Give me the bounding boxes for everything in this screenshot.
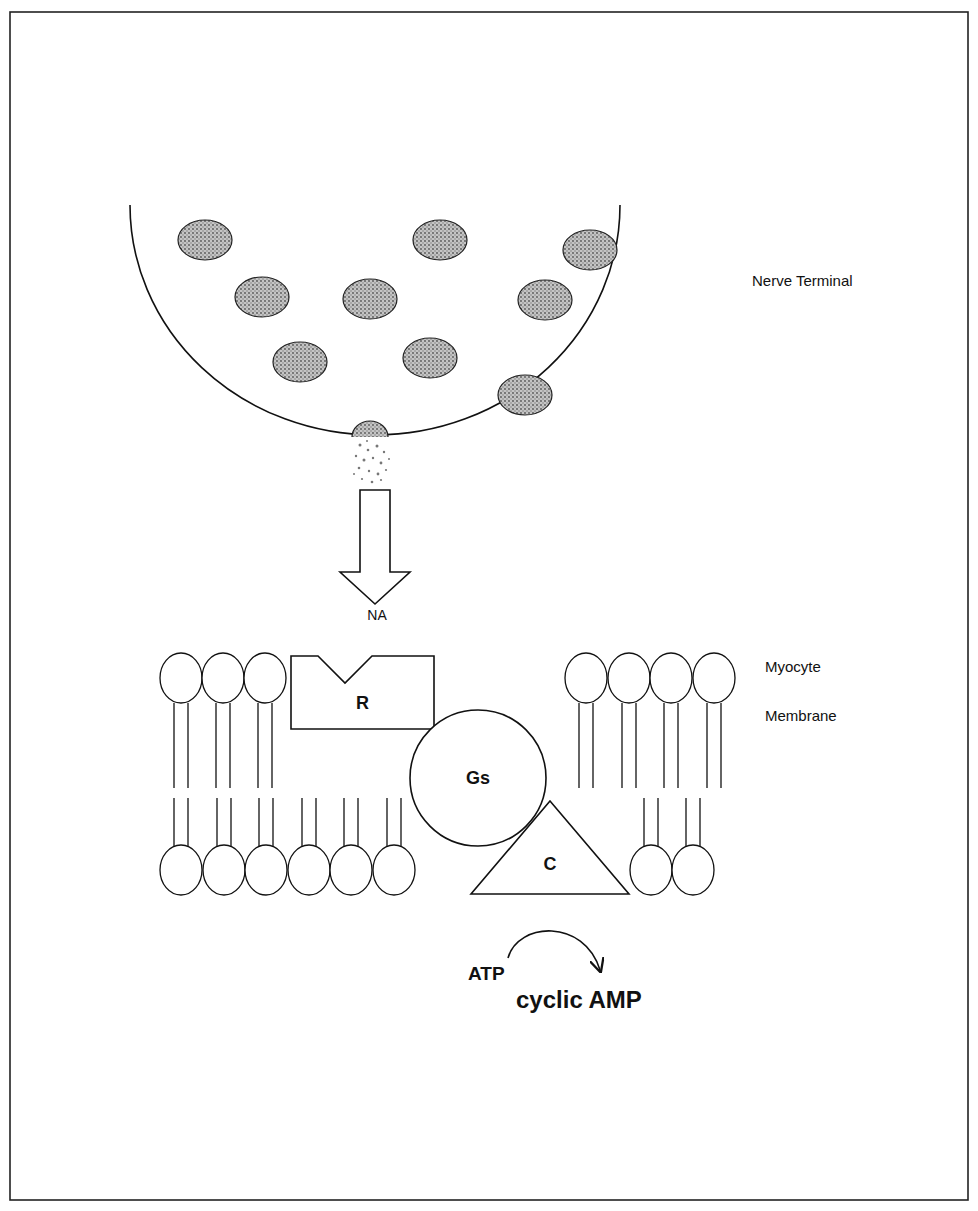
cyclase-triangle-outline — [470, 800, 630, 895]
structure-label: Myocyte — [765, 658, 821, 675]
receptor-box: R — [290, 655, 435, 730]
frame-border — [10, 12, 968, 1200]
release-arrow — [340, 490, 410, 604]
product-label: cyclic AMP — [516, 986, 642, 1014]
node-label: Gs — [466, 768, 490, 789]
lipid-bilayer — [160, 653, 735, 895]
nerve-terminal-outline — [130, 205, 620, 435]
receptor-box-outline — [290, 655, 435, 730]
vesicles — [178, 220, 617, 415]
releasing-vesicle — [352, 421, 390, 483]
structure-label: Membrane — [765, 707, 837, 724]
cyclase-triangle: C — [470, 800, 630, 895]
transmitter-label: NA — [367, 607, 386, 623]
conversion-arrow — [508, 931, 600, 970]
node-label: C — [544, 854, 557, 875]
node-label: R — [356, 693, 369, 714]
structure-label: Nerve Terminal — [752, 272, 853, 289]
g-protein-circle: Gs — [409, 709, 547, 847]
substrate-label: ATP — [468, 963, 505, 985]
